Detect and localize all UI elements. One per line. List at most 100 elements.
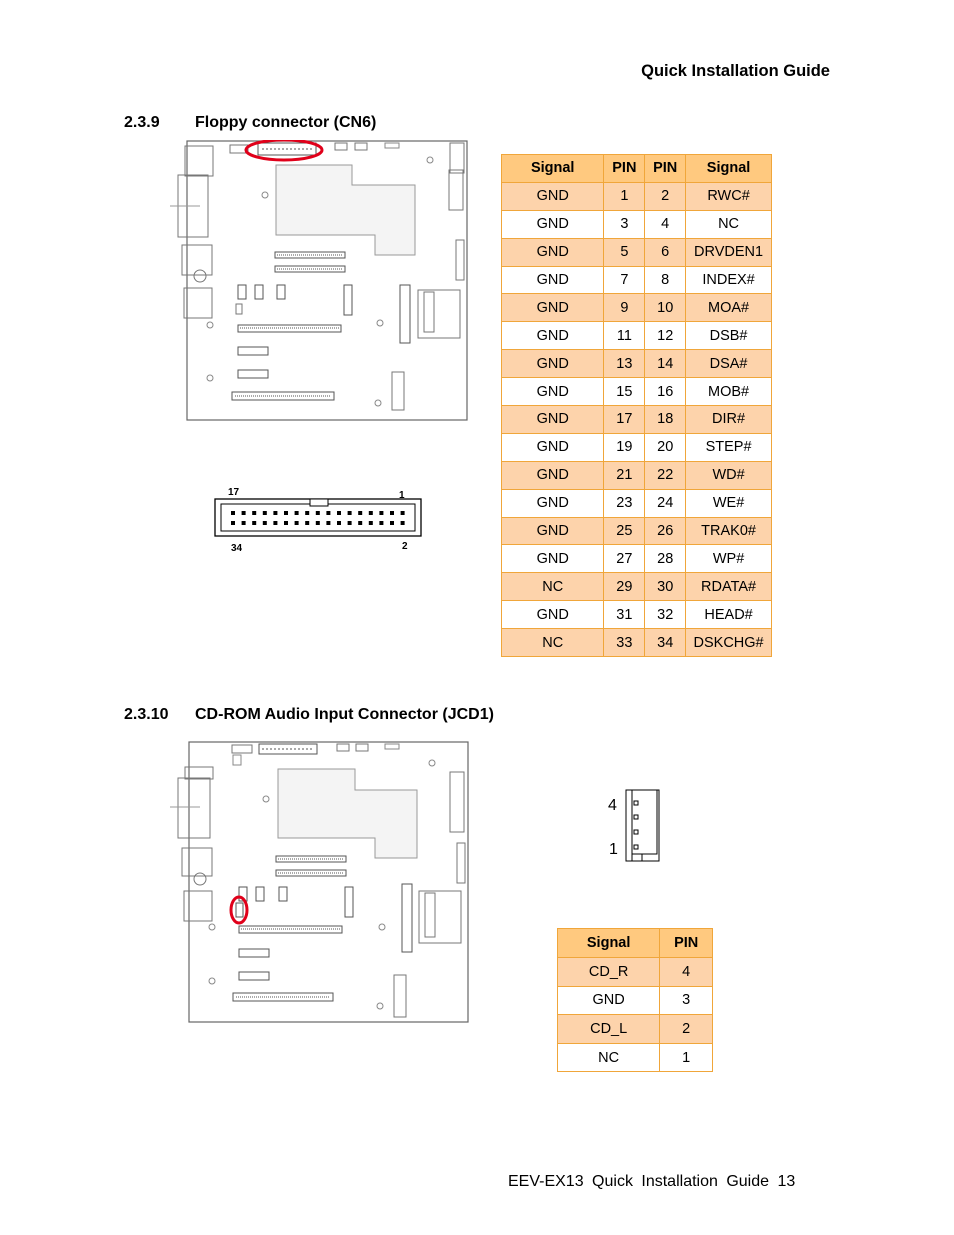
connector-pin [379,521,384,525]
table-cell: GND [500,265,605,295]
table-cell: 33 [603,628,646,658]
table-cell: GND [500,600,605,630]
motherboard-diagram-cdrom [170,741,469,1023]
table-cell: GND [500,488,605,518]
connector-pin [262,521,267,525]
pin-label-2: 2 [402,541,408,552]
table-cell: NC [685,209,772,239]
connector-pin [305,521,310,525]
table-cell: 21 [603,460,646,490]
pin-label-17: 17 [228,487,240,498]
table-cell: 28 [644,544,687,574]
connector-pin [368,511,373,515]
connector-pin [262,511,267,515]
connector-pin [368,521,373,525]
col-header: Signal [556,928,661,958]
table-cell: 3 [659,985,713,1016]
section-number: 2.3.10 [124,706,169,723]
motherboard-diagram-floppy [170,140,468,421]
table-cell: 18 [644,405,687,434]
table-cell: RDATA# [685,572,772,602]
table-cell: 22 [644,460,687,490]
connector-pin [326,521,331,525]
table-cell: NC [500,628,605,658]
table-cell: 13 [603,349,646,379]
connector-pin [284,511,288,515]
connector-pin [390,521,394,525]
table-cell: WE# [685,488,772,518]
col-header: PIN [659,928,713,958]
table-cell: 31 [603,600,646,630]
table-cell: 16 [644,377,687,407]
table-cell: 26 [644,516,687,546]
connector-pin [347,511,352,515]
table-cell: NC [556,1042,661,1073]
table-cell: 11 [603,321,646,351]
connector-pin [294,521,299,525]
table-cell: MOA# [685,293,772,323]
connector-pin [231,511,235,515]
table-cell: GND [500,237,605,267]
connector-pin [273,511,278,515]
table-cell: 32 [644,600,687,630]
table-cell: GND [556,985,661,1016]
cd-connector-highlight [229,895,249,925]
table-cell: GND [500,516,605,546]
table-cell: 9 [603,293,646,323]
table-cell: 10 [644,293,687,323]
table-cell: DSKCHG# [685,628,772,658]
section-title: CD-ROM Audio Input Connector (JCD1) [195,706,494,723]
floppy-connector-highlight [244,140,324,162]
table-cell: 5 [603,237,646,267]
page-header-title: Quick Installation Guide [641,62,830,80]
table-cell: 8 [644,265,687,295]
connector-pin [400,521,405,525]
table-cell: GND [500,209,605,239]
connector-pin [252,521,257,525]
table-cell: 30 [644,572,687,602]
table-cell: 15 [603,377,646,407]
connector-pin [337,521,341,525]
pin-label-1: 1 [399,490,405,501]
table-cell: 25 [603,516,646,546]
table-cell: GND [500,405,605,434]
connector-pin [326,511,331,515]
table-cell: GND [500,321,605,351]
connector-pin [284,521,288,525]
connector-pin [305,511,310,515]
table-cell: 4 [644,209,687,239]
connector-pin [379,511,384,515]
connector-pin [347,521,352,525]
table-cell: GND [500,181,605,211]
floppy-connector-diagram: 17 1 34 2 [214,487,422,554]
table-cell: TRAK0# [685,516,772,546]
table-cell: NC [500,572,605,602]
connector-pin [273,521,278,525]
table-cell: 12 [644,321,687,351]
table-cell: GND [500,349,605,379]
table-cell: GND [500,460,605,490]
table-cell: RWC# [685,181,772,211]
table-cell: 27 [603,544,646,574]
table-cell: 23 [603,488,646,518]
connector-pin [358,521,363,525]
table-cell: 4 [659,957,713,987]
table-cell: 14 [644,349,687,379]
